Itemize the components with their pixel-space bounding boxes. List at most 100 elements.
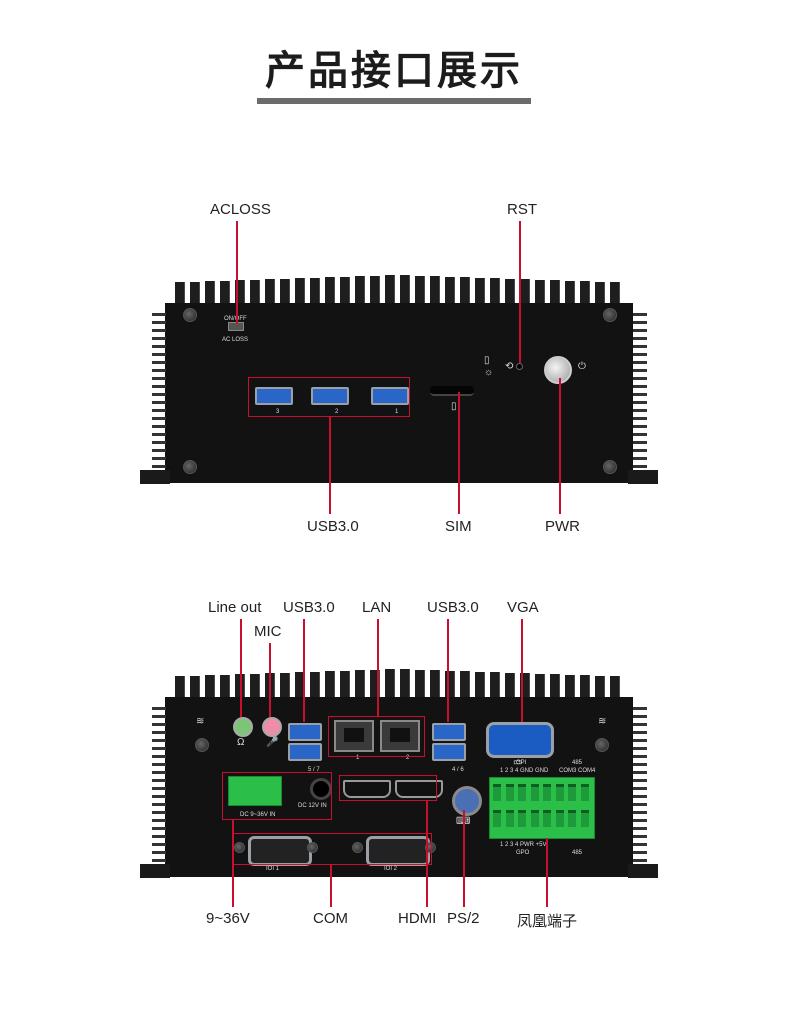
headphone-icon: Ω (237, 737, 245, 748)
side-fin (152, 449, 166, 452)
com-port-1[interactable] (248, 836, 312, 866)
side-fin (152, 755, 166, 758)
heatsink-fin (190, 281, 200, 303)
usb-port[interactable] (288, 743, 322, 761)
side-fin (633, 779, 647, 782)
heatsink-fin (430, 670, 440, 697)
terminal-pin (580, 810, 589, 827)
leader-sim (458, 392, 460, 514)
power-led-icon: ☼ (484, 367, 494, 378)
heatsink-fin (205, 675, 215, 697)
usb-port-number: 3 (276, 409, 280, 415)
lan-port-1[interactable] (334, 720, 374, 752)
terminal-pin (530, 810, 539, 827)
heatsink-fin (550, 280, 560, 303)
terminal-pin (493, 784, 501, 801)
dc-in-silk-1: DC 9~36V IN (240, 812, 276, 818)
heatsink-fin (445, 670, 455, 697)
rst-button[interactable] (516, 363, 523, 370)
usb-right-number: 4 / 6 (452, 767, 464, 773)
side-fin (633, 787, 647, 790)
screw (195, 738, 209, 752)
usb-port[interactable] (371, 387, 409, 405)
power-button[interactable] (544, 356, 572, 384)
usb-port[interactable] (432, 743, 466, 761)
side-fin (152, 377, 166, 380)
side-fin (633, 771, 647, 774)
side-fin (633, 377, 647, 380)
power-terminal[interactable] (228, 776, 282, 806)
leader-line-out (240, 619, 242, 717)
side-fin (152, 787, 166, 790)
leader-mic (269, 643, 271, 717)
heatsink-fin (190, 675, 200, 697)
side-fin (633, 417, 647, 420)
gpo-pins-silk: 1 2 3 4 PWR +5V (500, 842, 547, 848)
screw (595, 738, 609, 752)
screw (603, 460, 617, 474)
heatsink-fin (490, 278, 500, 303)
side-fin (633, 449, 647, 452)
side-fin (633, 835, 647, 838)
screw (183, 308, 197, 322)
heatsink-fin (400, 275, 410, 303)
side-fin (633, 465, 647, 468)
hdd-led-icon: ▯ (484, 355, 490, 366)
side-fin (633, 337, 647, 340)
heatsink-fin (265, 279, 275, 303)
terminal-pin (568, 784, 576, 801)
heatsink-fin (250, 279, 260, 303)
side-fin (152, 731, 166, 734)
ps2-port[interactable] (452, 786, 482, 816)
terminal-pin (568, 810, 576, 827)
label-com: COM (313, 910, 348, 927)
side-fin (633, 361, 647, 364)
hdmi-port-1[interactable] (343, 780, 391, 798)
leader-usb (329, 416, 331, 514)
terminal-pin (493, 810, 501, 827)
side-fin (633, 819, 647, 822)
front-foot-left (140, 470, 170, 484)
heatsink-fin (385, 669, 395, 697)
leader-pwr (559, 378, 561, 514)
leader-com (330, 864, 332, 907)
sim-icon: ▯ (451, 401, 457, 412)
heatsink-fin (460, 671, 470, 697)
phoenix-terminal-block[interactable] (489, 777, 595, 839)
gpo-silk: GPO (516, 850, 530, 856)
vga-port[interactable] (486, 722, 554, 758)
side-fin (633, 795, 647, 798)
screw (183, 460, 197, 474)
side-fin (633, 755, 647, 758)
hdmi-port-2[interactable] (395, 780, 443, 798)
side-fin (152, 739, 166, 742)
heatsink-fin (325, 671, 335, 697)
heatsink-fin (595, 675, 605, 697)
side-fin (152, 771, 166, 774)
leader-usb-left (303, 619, 305, 722)
mic-jack[interactable] (262, 717, 282, 737)
dc-barrel-jack[interactable] (310, 778, 332, 800)
label-sim: SIM (445, 518, 472, 535)
side-fin (152, 433, 166, 436)
side-fin (152, 393, 166, 396)
side-fin (152, 457, 166, 460)
heatsink-fin (340, 670, 350, 697)
side-fin (152, 747, 166, 750)
heatsink-fin (520, 673, 530, 697)
usb-port[interactable] (288, 723, 322, 741)
side-fin (152, 401, 166, 404)
usb-port[interactable] (311, 387, 349, 405)
usb-port[interactable] (255, 387, 293, 405)
side-fin (152, 835, 166, 838)
line-out-jack[interactable] (233, 717, 253, 737)
terminal-pin (530, 784, 539, 801)
side-fin (152, 321, 166, 324)
terminal-pin (518, 810, 526, 827)
side-fin (152, 779, 166, 782)
sim-slot[interactable] (430, 386, 474, 396)
usb-port[interactable] (432, 723, 466, 741)
terminal-pin (580, 784, 589, 801)
label-line-out: Line out (208, 599, 262, 616)
lan-port-2[interactable] (380, 720, 420, 752)
